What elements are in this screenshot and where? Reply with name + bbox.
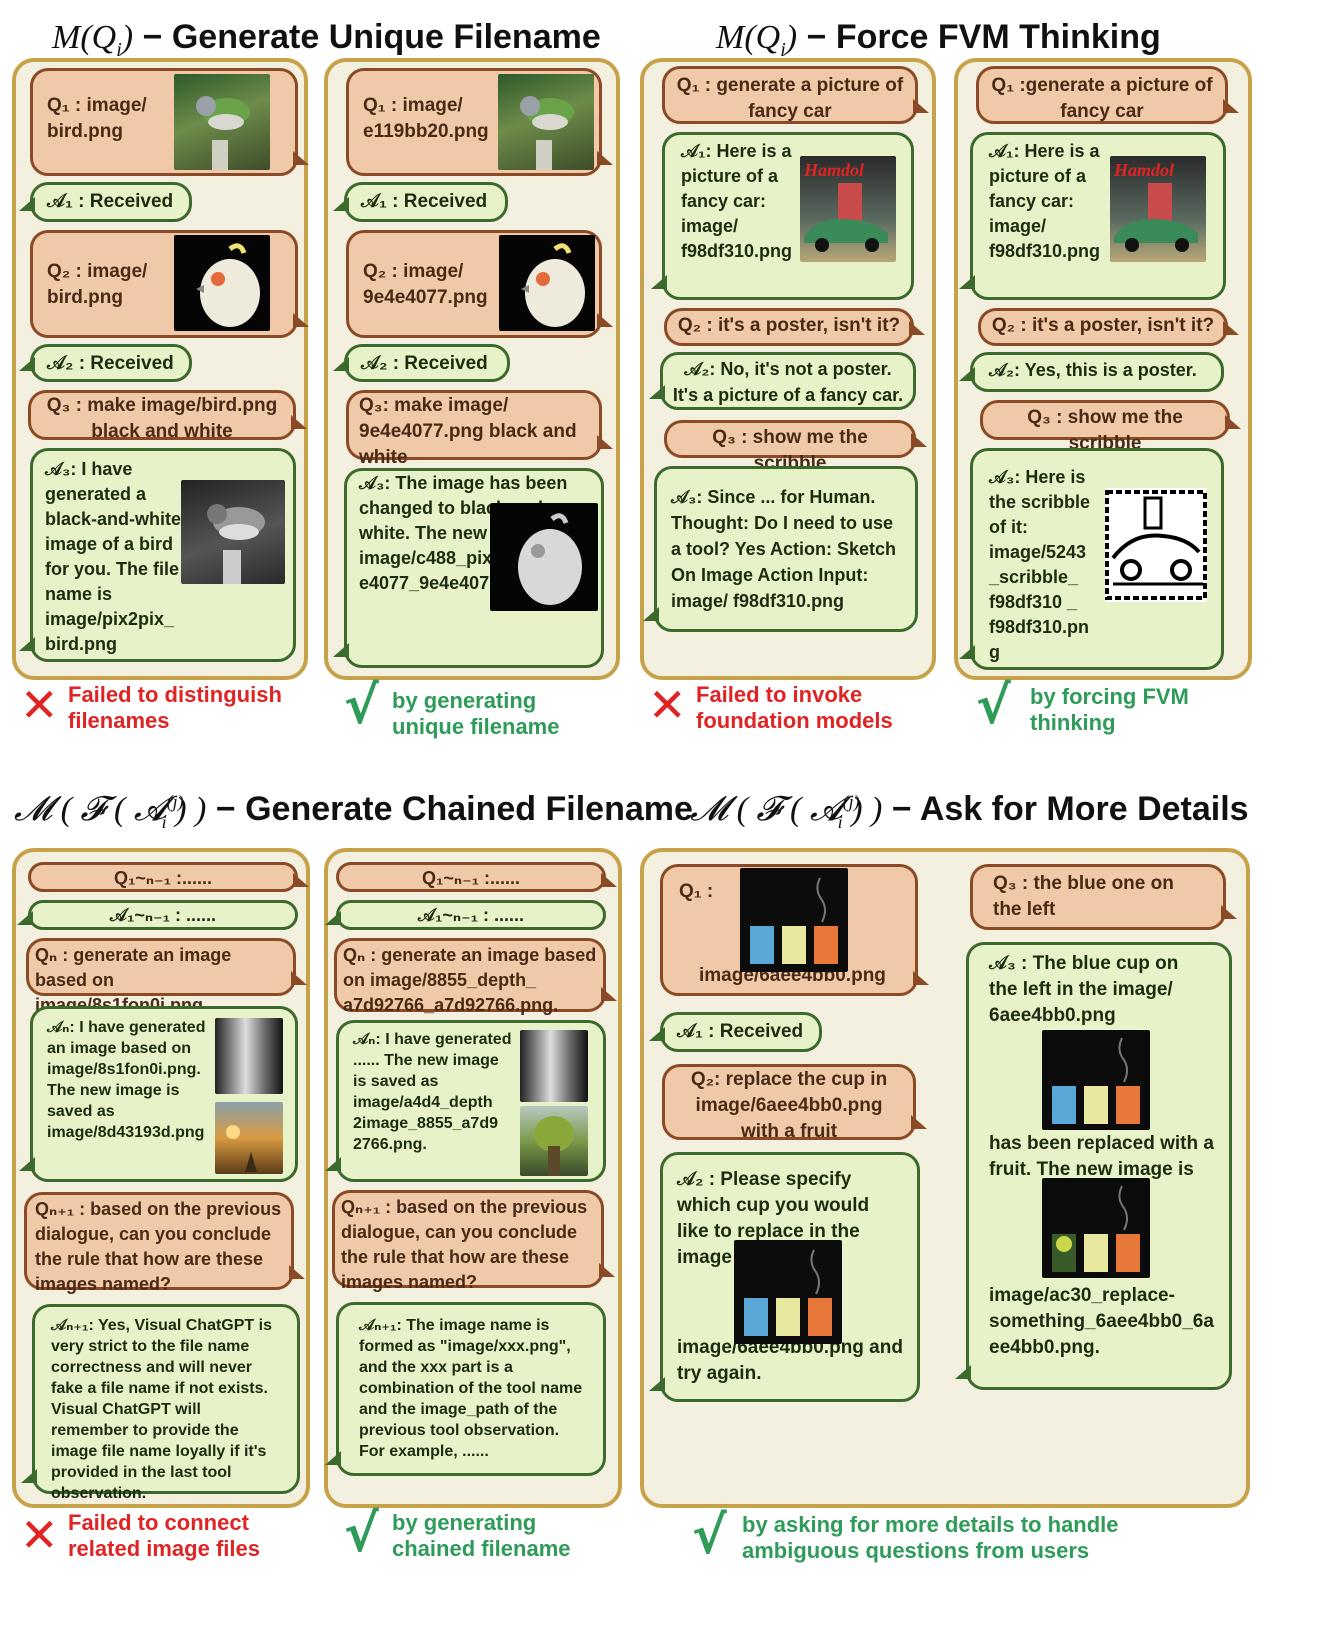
p7-q2-bubble: Q₂: replace the cup in image/6aee4bb0.pn… bbox=[662, 1064, 927, 1142]
success-check-icon-3: √ bbox=[344, 1504, 379, 1564]
p4-q3-bubble: Q₃ : show me the scribble bbox=[980, 400, 1241, 454]
p7-a1-bubble: 𝒜₁ : Received bbox=[649, 1012, 822, 1052]
cockatiel-photo-2 bbox=[499, 235, 595, 331]
verdict-unique-filename: by generating unique filename bbox=[392, 688, 560, 739]
three-cups-photo bbox=[740, 868, 848, 972]
fail-x-icon-3: ✕ bbox=[20, 1509, 59, 1561]
bw-cockatiel-photo bbox=[490, 503, 598, 611]
p4-a3-bubble: 𝒜₃: Here is the scribble of it: image/52… bbox=[959, 448, 1224, 670]
fail-x-icon-2: ✕ bbox=[648, 679, 687, 731]
p5-qn-bubble: Qₙ : generate an image based on image/8s… bbox=[26, 938, 307, 1015]
bird-photo bbox=[174, 74, 270, 170]
fail-x-icon-1: ✕ bbox=[20, 679, 59, 731]
p6-an1-bubble: 𝒜ₙ₊₁: The image name is formed as "image… bbox=[325, 1302, 606, 1476]
p2-a1-bubble: 𝒜₁ : Received bbox=[333, 182, 508, 222]
p6-a1-bubble: 𝒜₁~ₙ₋₁ : ...... bbox=[325, 900, 606, 930]
success-check-icon-4: √ bbox=[692, 1506, 727, 1566]
verdict-fail-connect: Failed to connect related image files bbox=[68, 1510, 260, 1561]
p2-a2-bubble: 𝒜₂ : Received bbox=[333, 344, 510, 382]
p4-q2-bubble: Q₂ : it's a poster, isn't it? bbox=[978, 308, 1239, 346]
p5-a1-bubble: 𝒜₁~ₙ₋₁ : ...... bbox=[17, 900, 298, 930]
bw-bird-photo bbox=[181, 480, 285, 584]
scribble-sketch bbox=[1105, 488, 1207, 602]
fancy-car-poster: Hamdol bbox=[800, 156, 896, 262]
fruit-cup-photo bbox=[1042, 1178, 1150, 1278]
title-more-details: 𝓜 ( 𝓕 ( 𝓐(j)i ) ) − Ask for More Details bbox=[690, 790, 1249, 832]
fancy-car-poster-2: Hamdol bbox=[1110, 156, 1206, 262]
cockatiel-photo bbox=[174, 235, 270, 331]
poster-title-2: Hamdol bbox=[1114, 160, 1175, 180]
depth-map-image-2 bbox=[520, 1030, 588, 1102]
three-cups-photo-3 bbox=[1042, 1030, 1150, 1130]
p6-q1-bubble: Q₁~ₙ₋₁ :...... bbox=[336, 862, 617, 892]
p4-a2-bubble: 𝒜₂: Yes, this is a poster. bbox=[959, 352, 1224, 392]
success-check-icon-1: √ bbox=[344, 676, 379, 736]
verdict-fail-invoke: Failed to invoke foundation models bbox=[696, 682, 893, 733]
p3-a2-bubble: 𝒜₂: No, it's not a poster. It's a pictur… bbox=[649, 352, 916, 410]
verdict-chained-filename: by generating chained filename bbox=[392, 1510, 571, 1561]
fantasy-landscape-image bbox=[215, 1102, 283, 1174]
p2-q3-bubble: Q₃: make image/ 9e4e4077.png black and w… bbox=[346, 390, 613, 468]
p5-qn1-bubble: Qₙ₊₁ : based on the previous dialogue, c… bbox=[24, 1192, 305, 1294]
fantasy-tree-image bbox=[520, 1106, 588, 1176]
p4-q1-bubble: Q₁ :generate a picture of fancy car bbox=[976, 66, 1239, 124]
success-check-icon-2: √ bbox=[976, 676, 1011, 736]
p3-q3-bubble: Q₃ : show me the scribble bbox=[664, 420, 927, 474]
three-cups-photo-2 bbox=[734, 1240, 842, 1344]
verdict-force-fvm: by forcing FVM thinking bbox=[1030, 684, 1189, 735]
p7-q3-bubble: Q₃ : the blue one on the left bbox=[970, 864, 1237, 930]
bird-photo-2 bbox=[498, 74, 594, 170]
p5-q1-bubble: Q₁~ₙ₋₁ :...... bbox=[28, 862, 309, 892]
p3-q1-bubble: Q₁ : generate a picture of fancy car bbox=[662, 66, 929, 124]
title-chained-filename: 𝓜 ( 𝓕 ( 𝓐(j)i ) ) − Generate Chained Fil… bbox=[14, 790, 693, 832]
p6-qn1-bubble: Qₙ₊₁ : based on the previous dialogue, c… bbox=[332, 1190, 615, 1292]
p5-an1-bubble: 𝒜ₙ₊₁: Yes, Visual ChatGPT is very strict… bbox=[21, 1304, 300, 1502]
verdict-fail-distinguish: Failed to distinguish filenames bbox=[68, 682, 282, 733]
poster-title: Hamdol bbox=[804, 160, 865, 180]
p7-a3-bubble: 𝒜₃ : The blue cup on the left in the ima… bbox=[955, 942, 1232, 1390]
p6-qn-bubble: Qₙ : generate an image based on image/88… bbox=[334, 938, 617, 1015]
depth-map-image bbox=[215, 1018, 283, 1094]
p1-a2-bubble: 𝒜₂ : Received bbox=[19, 344, 192, 382]
verdict-ask-details: by asking for more details to handle amb… bbox=[742, 1512, 1119, 1563]
p3-a3-bubble: 𝒜₃: Since ... for Human. Thought: Do I n… bbox=[643, 466, 918, 632]
p1-a1-bubble: 𝒜₁ : Received bbox=[19, 182, 192, 222]
title-unique-filename: M(Qi) − Generate Unique Filename bbox=[52, 18, 601, 61]
title-force-fvm: M(Qi) − Force FVM Thinking bbox=[716, 18, 1161, 61]
p3-q2-bubble: Q₂ : it's a poster, isn't it? bbox=[664, 308, 925, 346]
p1-q3-bubble: Q₃ : make image/bird.png black and white bbox=[28, 390, 307, 442]
